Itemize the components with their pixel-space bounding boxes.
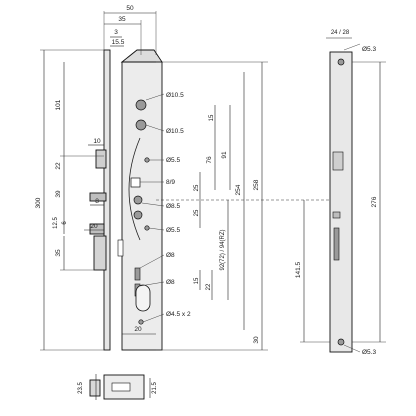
dim-3-label: 3: [114, 29, 118, 36]
dim-35-left-label: 35: [55, 249, 62, 257]
dim-22-label: 22: [55, 162, 62, 170]
dim-35-label: 35: [118, 16, 126, 23]
hole-label-2: Ø10.5: [166, 128, 184, 135]
hole-8-5: [133, 195, 143, 205]
hole-label-8: Ø8: [166, 279, 175, 286]
case-top: [120, 49, 163, 63]
hole-4-5: [138, 319, 144, 325]
faceplate-slot: [333, 227, 340, 261]
hole-5-5-upper: [144, 157, 150, 163]
hole-label-1: Ø10.5: [166, 92, 184, 99]
faceplate-top-hole-label: Ø5.3: [362, 46, 376, 53]
lock-case: [89, 49, 163, 351]
dim-20-left-label: 20: [90, 223, 98, 230]
dim-24-28-label: 24 / 28: [331, 30, 350, 36]
faceplate-top-hole: [337, 58, 345, 66]
dim-12-5-label: 12.5: [53, 217, 59, 229]
hole-label-6: Ø5.5: [166, 227, 180, 234]
dim-76-label: 76: [206, 156, 213, 164]
dim-6-label: 6: [62, 221, 68, 225]
dim-25b-label: 25: [194, 209, 200, 216]
faceplate-view: 24 / 28 Ø5.3 Ø5.3 276 141.5: [295, 30, 386, 356]
dim-20-bottom-label: 20: [134, 326, 142, 333]
hole-5-5-lower: [144, 225, 150, 231]
faceplate-bottom-hole-label: Ø5.3: [362, 349, 376, 356]
left-dimensions: 300 101 22 10 39 8 12.5 6 20 35: [35, 49, 104, 351]
hole-label-9: Ø4.5 x 2: [166, 311, 191, 318]
dim-91-label: 91: [221, 151, 228, 159]
cylinder-cutout: [135, 284, 151, 312]
dim-39-label: 39: [55, 190, 62, 198]
faceplate-body: [329, 51, 353, 353]
slot-8-upper: [134, 267, 141, 281]
dim-15a-label: 15: [209, 114, 215, 121]
hole-label-3: Ø5.5: [166, 157, 180, 164]
hole-label-5: Ø8.5: [166, 203, 180, 210]
dim-21-5-label: 21.5: [152, 382, 158, 394]
dim-23-5-label: 23.5: [78, 382, 84, 394]
bottom-detail: 23.5 21.5: [78, 374, 158, 400]
latch-bolt: [95, 149, 107, 169]
dim-22-right-label: 22: [206, 283, 212, 290]
lock-holes: [117, 99, 151, 325]
dim-101-label: 101: [55, 99, 62, 110]
dim-92-label: 92(72) / 94(RZ): [220, 229, 226, 270]
faceplate-bolt-a: [332, 211, 341, 219]
dim-30-label: 30: [253, 336, 260, 344]
faceplate-latch: [332, 151, 344, 171]
dim-15-5-label: 15.5: [112, 39, 125, 46]
dim-300-label: 300: [35, 197, 42, 208]
dim-276-label: 276: [371, 196, 378, 207]
dim-258-label: 258: [253, 179, 260, 190]
dim-254-label: 254: [235, 184, 242, 195]
hole-labels: Ø10.5 Ø10.5 Ø5.5 8/9 Ø8.5 Ø5.5 Ø8 Ø8 Ø4.…: [139, 92, 191, 323]
dim-141-5-label: 141.5: [295, 261, 302, 278]
dead-bolt-lower: [89, 223, 105, 235]
dead-bolt-upper: [89, 192, 107, 202]
hole-8-5-b: [133, 210, 143, 220]
faceplate-bottom-hole: [337, 338, 345, 346]
hole-label-4: 8/9: [166, 179, 175, 186]
hole-10-5-lower: [135, 119, 147, 131]
hole-label-7: Ø8: [166, 252, 175, 259]
top-dimensions: 50 35 3 15.5: [103, 5, 157, 55]
dim-8-label: 8: [95, 198, 99, 205]
curved-edge: [128, 137, 141, 241]
hole-10-5-upper: [135, 99, 147, 111]
dim-15b-label: 15: [194, 277, 200, 284]
square-spindle: [130, 177, 141, 188]
detail-slot: [111, 382, 131, 392]
detail-tab: [89, 379, 101, 397]
slot-left: [117, 239, 124, 257]
dim-50-label: 50: [126, 5, 134, 12]
right-dimensions: 258 254 91 76 15 25 25 92(72) / 94(RZ) 1…: [122, 61, 330, 351]
lower-bolt: [93, 235, 107, 271]
dim-25a-label: 25: [194, 184, 200, 191]
dim-10-label: 10: [93, 138, 101, 145]
